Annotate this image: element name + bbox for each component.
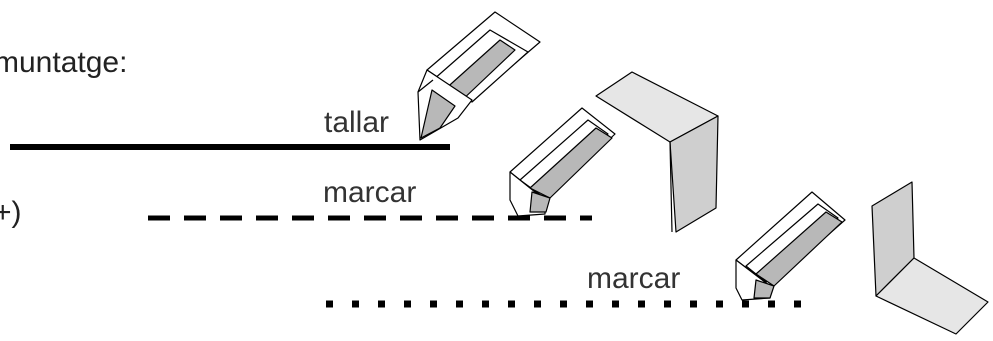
heading-text: muntatge: — [0, 46, 128, 79]
score-line-dotted-label: marcar — [587, 262, 681, 295]
folded-panel-score — [871, 181, 989, 335]
folded-panel-cut — [595, 71, 719, 233]
score-line-dashed-label: marcar — [323, 176, 417, 209]
cutter-tool-score-2 — [735, 191, 846, 301]
side-mark-text: +) — [0, 196, 22, 229]
cutter-tool-score-1 — [509, 107, 616, 217]
cut-line-label: tallar — [324, 106, 390, 139]
cutter-tool-cut — [417, 11, 541, 141]
